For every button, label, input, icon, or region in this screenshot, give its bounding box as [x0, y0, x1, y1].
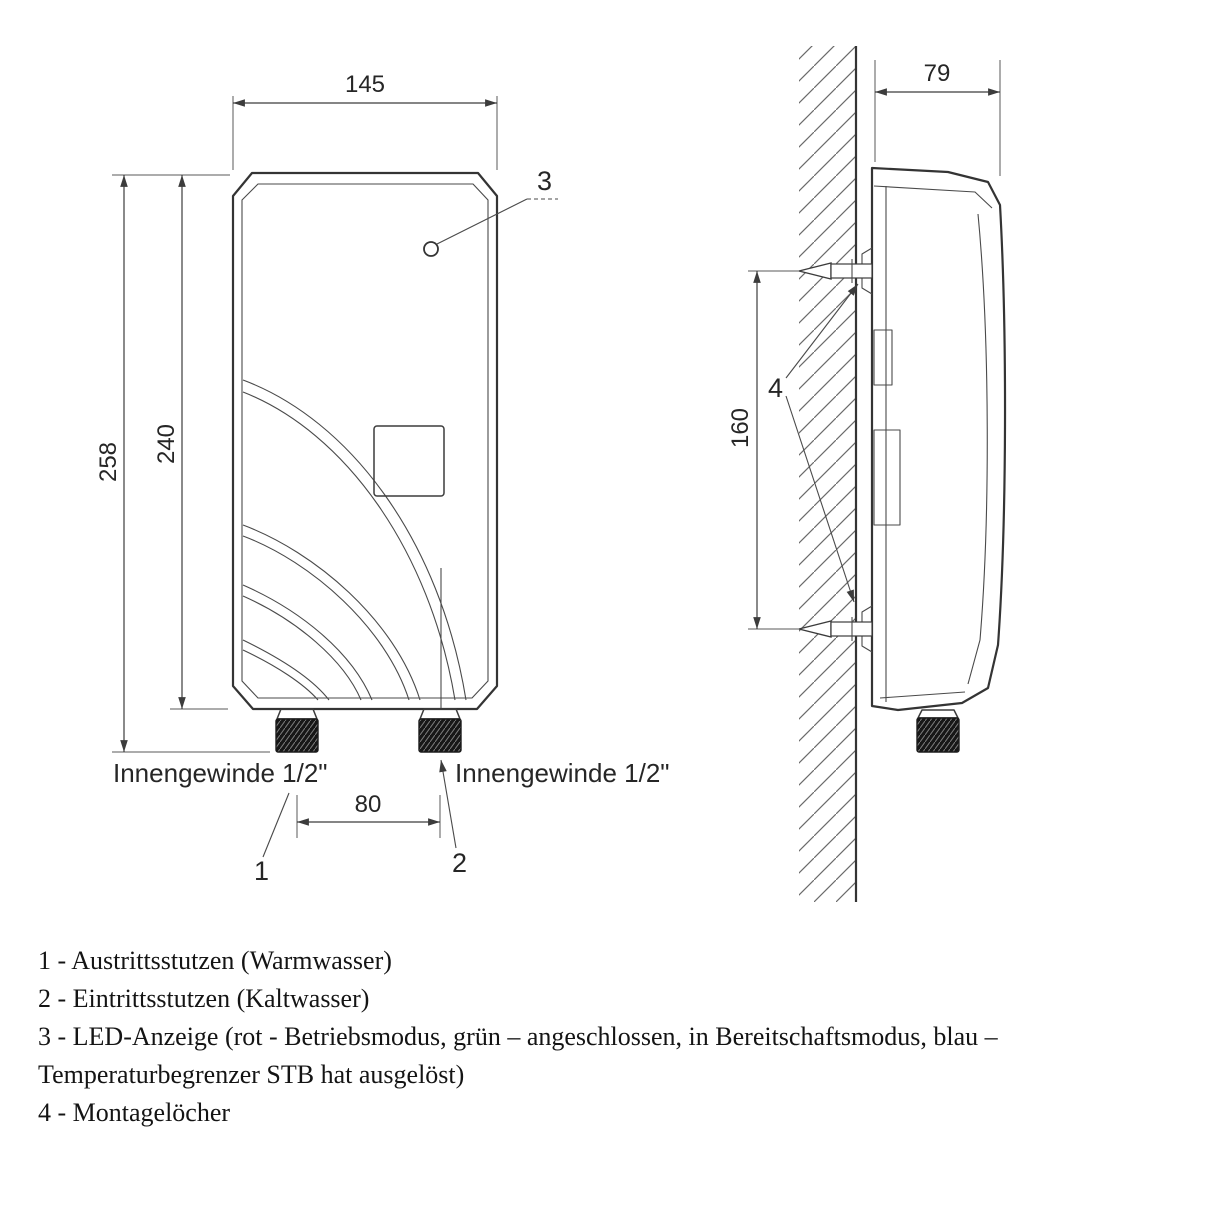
side-internal-detail-1 [873, 329, 893, 386]
callout-4-label: 4 [768, 373, 783, 403]
legend-line-3-continued: Temperaturbegrenzer STB hat ausgelöst) [38, 1060, 465, 1089]
callout-3-label: 3 [537, 166, 552, 196]
body-outline-inner [241, 183, 489, 699]
side-bottom-connector [916, 709, 960, 753]
wall-section [799, 46, 858, 902]
dim-height-body-label: 240 [153, 424, 180, 464]
dim-height-total-label: 258 [95, 442, 122, 482]
side-internal-detail-2 [873, 429, 901, 526]
callout-1-outlet: 1 [254, 792, 290, 886]
legend-line-3: 3 - LED-Anzeige (rot - Betriebsmodus, gr… [38, 1022, 998, 1051]
dimension-width-145: 145 [232, 71, 498, 170]
dim-mount-spacing-label: 160 [727, 408, 754, 448]
dimension-mount-spacing-160: 160 [727, 270, 799, 630]
side-outline-outer [870, 166, 1007, 712]
led-indicator [423, 241, 439, 257]
legend-line-4: 4 - Montagelöcher [38, 1098, 231, 1127]
dimension-height-body-240: 240 [153, 175, 228, 710]
legend-line-1: 1 - Austrittsstutzen (Warmwasser) [38, 946, 392, 975]
wall-anchor-top [798, 259, 873, 283]
dim-depth-label: 79 [924, 60, 951, 87]
side-view: 79 160 4 [727, 46, 1007, 902]
dim-width-label: 145 [345, 71, 385, 98]
side-front-face-curve [967, 213, 988, 685]
callout-2-label: 2 [452, 848, 467, 878]
front-view: 145 258 240 80 Innengewinde 1/2" Innenge… [95, 71, 670, 886]
side-bottom-inner-line [879, 691, 966, 699]
dim-port-spacing-label: 80 [355, 791, 382, 818]
legend: 1 - Austrittsstutzen (Warmwasser) 2 - Ei… [38, 942, 1188, 1132]
inlet-connector-cold-water [418, 708, 462, 753]
legend-line-2: 2 - Eintrittsstutzen (Kaltwasser) [38, 984, 370, 1013]
thread-label-right: Innengewinde 1/2" [455, 758, 670, 788]
wall-hatching [799, 46, 856, 902]
callout-4-mounting-holes: 4 [768, 283, 859, 603]
dimension-drawing-canvas: 145 258 240 80 Innengewinde 1/2" Innenge… [95, 46, 1007, 902]
dimension-depth-79: 79 [874, 60, 1001, 176]
callout-3-led: 3 [436, 166, 558, 245]
display-window [373, 425, 445, 497]
dimension-port-spacing-80: 80 [296, 791, 441, 838]
dimension-height-total-258: 258 [95, 174, 270, 753]
callout-1-label: 1 [254, 856, 269, 886]
thread-label-left: Innengewinde 1/2" [113, 758, 328, 788]
side-top-inner-line [873, 185, 993, 209]
body-outline-outer [231, 171, 499, 711]
front-panel-swoosh-lines [242, 379, 467, 701]
wall-anchor-bottom [798, 617, 873, 641]
outlet-connector-warm-water [275, 708, 319, 753]
heater-body-front [231, 171, 499, 711]
callout-2-inlet: 2 [439, 759, 467, 878]
heater-body-side [861, 166, 1007, 712]
